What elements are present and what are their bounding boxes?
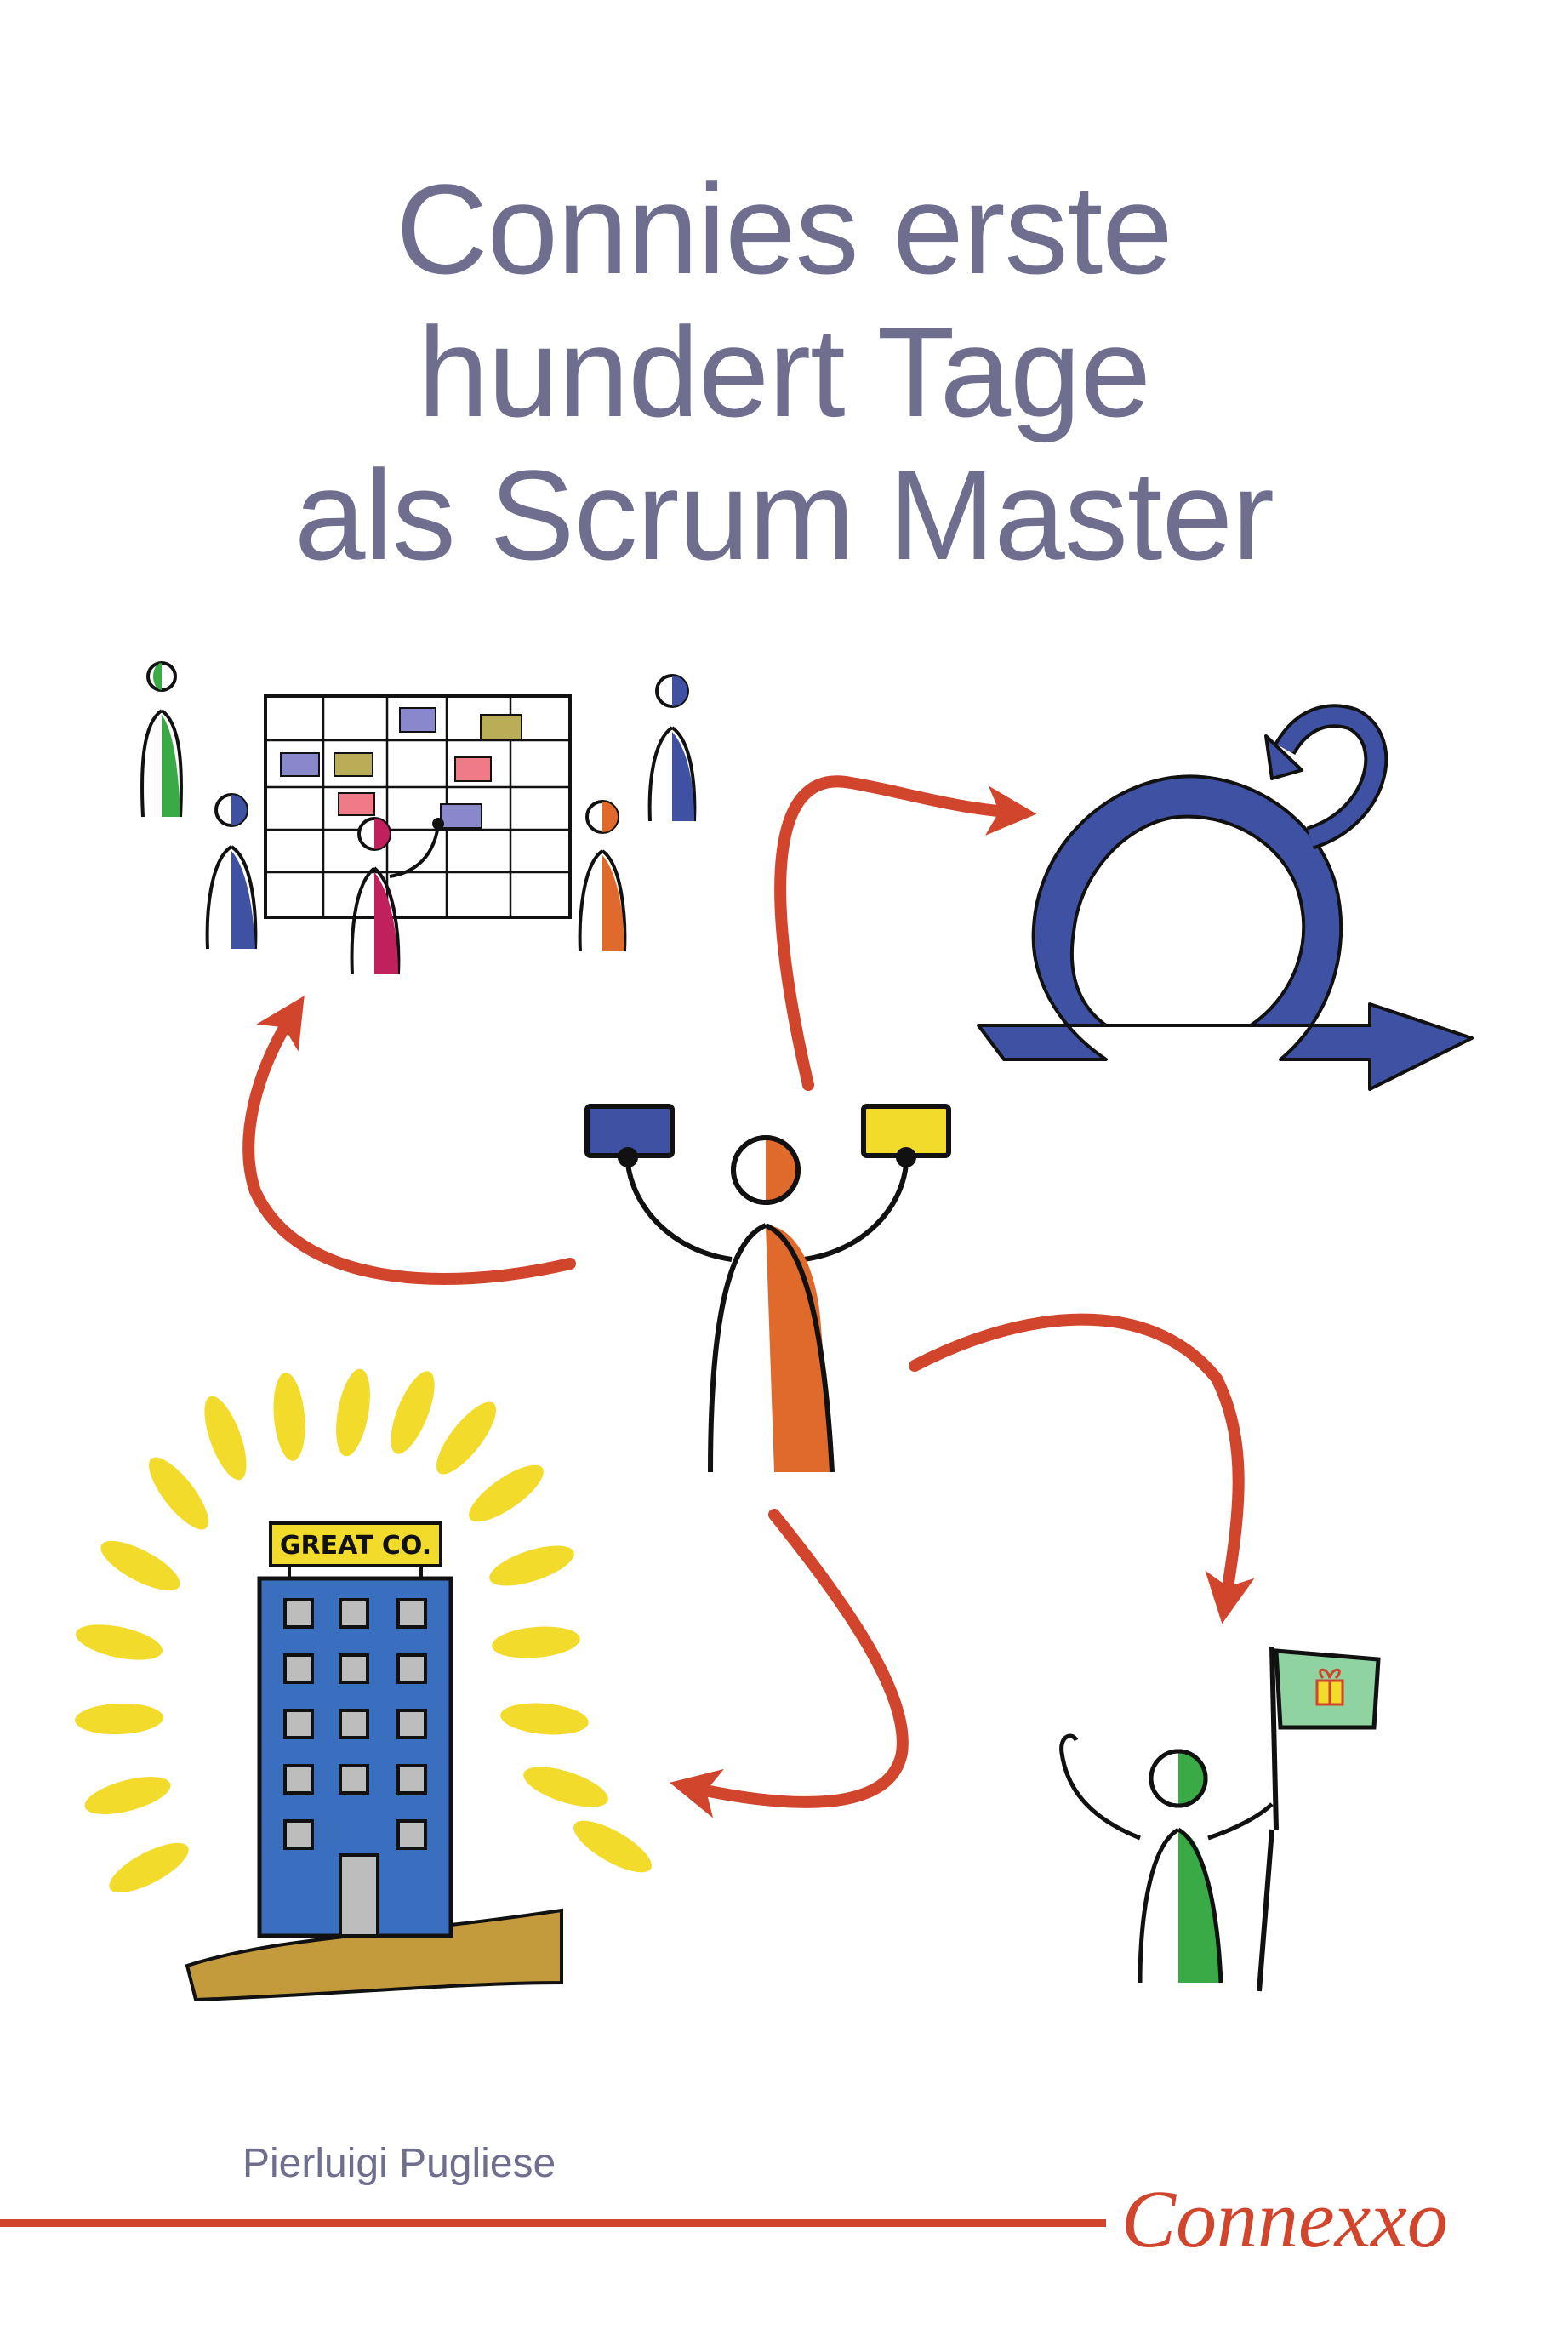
team-member-blue-right bbox=[647, 674, 697, 822]
book-title: Connies erste hundert Tage als Scrum Mas… bbox=[0, 157, 1568, 586]
publisher-logo: Connexxo bbox=[1121, 2173, 1448, 2264]
arrow-to-scrum-board bbox=[242, 996, 576, 1285]
title-line-1: Connies erste bbox=[396, 157, 1173, 300]
footer-rule bbox=[0, 2219, 1106, 2227]
team-member-orange bbox=[578, 800, 627, 952]
arrow-to-goal bbox=[909, 1313, 1255, 1624]
arrow-to-company bbox=[670, 1509, 909, 1818]
author-name: Pierluigi Pugliese bbox=[242, 2141, 556, 2186]
team-member-green bbox=[140, 661, 183, 818]
team-member-magenta bbox=[350, 817, 444, 975]
title-line-3: als Scrum Master bbox=[294, 443, 1274, 586]
scrum-master-icon bbox=[584, 1104, 951, 1473]
flag-person-icon bbox=[1059, 1646, 1381, 1992]
scrum-cycle-icon bbox=[977, 704, 1474, 1091]
scrum-board-icon bbox=[140, 661, 697, 975]
title-line-2: hundert Tage bbox=[418, 300, 1151, 443]
logo-wordmark: Connexxo bbox=[1121, 2173, 1448, 2264]
arrow-to-scrum-cycle bbox=[774, 775, 1037, 1091]
team-member-blue-left bbox=[205, 793, 258, 950]
workflow-arrows bbox=[242, 775, 1255, 1818]
company-building-icon bbox=[75, 1368, 652, 2002]
